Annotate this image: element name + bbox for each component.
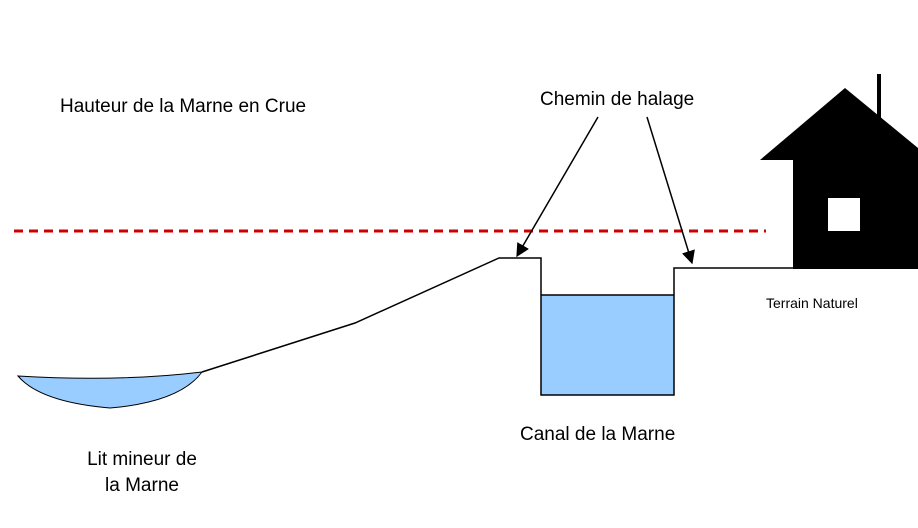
house-window — [828, 198, 860, 231]
canal-label: Canal de la Marne — [520, 424, 676, 445]
riverbed-water — [16, 371, 204, 409]
riverbed-label: Lit mineur de la Marne — [72, 447, 212, 499]
natural-ground-label: Terrain Naturel — [766, 295, 858, 311]
ground-profile-line — [201, 257, 800, 396]
towpath-arrow-right — [646, 116, 695, 265]
flood-height-label: Hauteur de la Marne en Crue — [60, 96, 307, 117]
towpath-label: Chemin de halage — [540, 89, 695, 110]
towpath-arrow-left — [516, 116, 599, 258]
canal-water — [541, 295, 674, 395]
riverbed-label-line2: la Marne — [105, 475, 179, 496]
riverbed-label-line1: Lit mineur de — [87, 449, 197, 470]
house-icon — [760, 74, 918, 269]
